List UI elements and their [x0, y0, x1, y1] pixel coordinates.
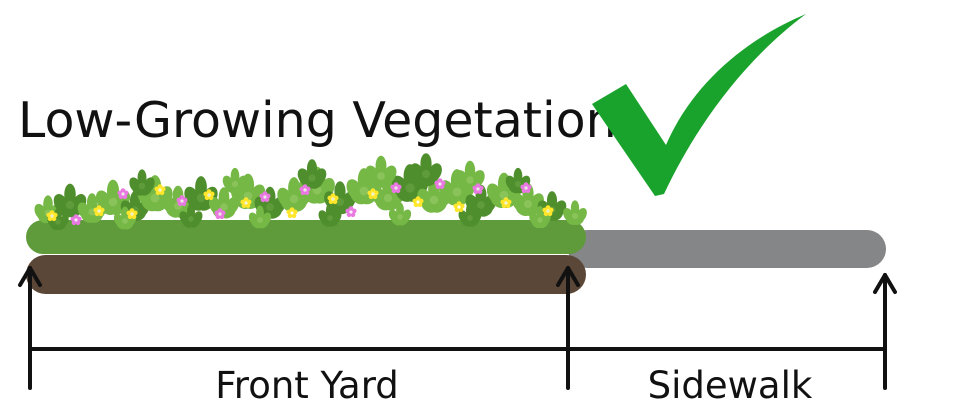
flower-icon: [203, 189, 215, 201]
leaf-icon: [529, 205, 551, 229]
diagram-title: Low-Growing Vegetation: [18, 92, 617, 149]
front-yard-arrowhead-right: [556, 266, 580, 287]
leaf-icon: [222, 167, 248, 194]
flower-icon: [299, 184, 311, 196]
sidewalk-arrowhead-right: [873, 273, 897, 294]
front-yard-arrowhead-left: [18, 266, 42, 287]
flower-icon: [472, 183, 484, 195]
leaf-icon: [318, 202, 342, 227]
turf-bar: [26, 220, 586, 254]
front-yard-label: Front Yard: [215, 364, 399, 407]
soil-bar: [26, 255, 586, 294]
leaf-icon: [388, 202, 412, 226]
leaf-icon: [458, 202, 482, 227]
leaf-icon: [208, 187, 240, 219]
flower-icon: [286, 207, 298, 219]
leaf-icon: [248, 205, 272, 229]
plant-cover: [34, 153, 587, 231]
leaf-icon: [129, 169, 155, 196]
flower-icon: [240, 197, 252, 209]
flower-icon: [117, 188, 129, 200]
sidewalk-label: Sidewalk: [648, 364, 813, 407]
flower-icon: [327, 193, 339, 205]
flower-icon: [345, 206, 357, 218]
flower-icon: [214, 208, 226, 220]
flower-icon: [412, 196, 424, 208]
flower-icon: [70, 214, 82, 226]
leaf-icon: [297, 159, 327, 189]
measurement-arrows: [18, 266, 897, 390]
leaf-icon: [179, 203, 203, 228]
flower-icon: [367, 188, 379, 200]
flower-icon: [46, 210, 58, 222]
leaf-icon: [455, 160, 485, 192]
flower-icon: [154, 184, 166, 196]
sidewalk-bar: [568, 230, 886, 268]
flower-icon: [520, 182, 532, 194]
flower-icon: [542, 205, 554, 217]
flower-icon: [453, 201, 465, 213]
flower-icon: [434, 178, 446, 190]
flower-icon: [500, 197, 512, 209]
flower-icon: [176, 195, 188, 207]
flower-icon: [259, 191, 271, 203]
flower-icon: [126, 208, 138, 220]
leaf-icon: [563, 200, 587, 226]
flower-icon: [93, 205, 105, 217]
checkmark-icon: [592, 14, 806, 196]
leaf-icon: [365, 155, 397, 188]
leaf-icon: [410, 153, 442, 187]
flower-icon: [390, 182, 402, 194]
